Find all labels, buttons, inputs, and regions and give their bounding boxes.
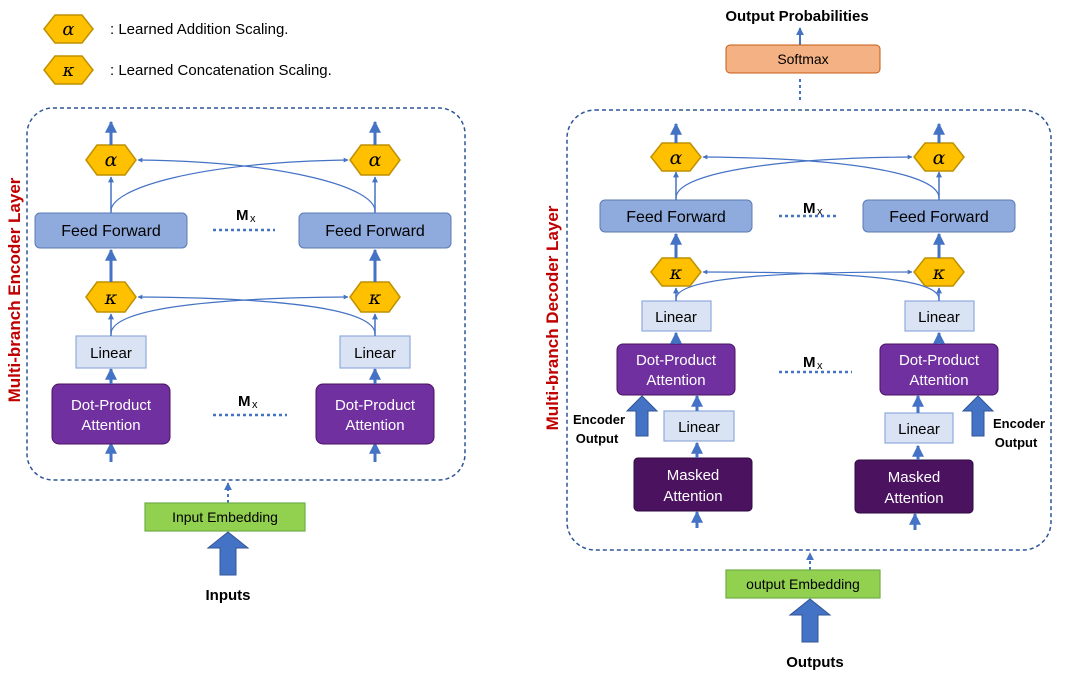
encoder-right-attention xyxy=(315,383,435,445)
decoder-dashed-border xyxy=(566,109,1052,551)
decoder-left-encoder-output-arrow xyxy=(625,395,659,437)
decoder-cross-alpha-right-to-left xyxy=(702,154,940,199)
encoder-right-kappa-hexagon xyxy=(349,281,401,313)
decoder-mx-upper-sub: x xyxy=(817,206,823,218)
encoder-right-attention-line2: Attention xyxy=(345,417,404,434)
encoder-left-alpha-hexagon xyxy=(85,144,137,176)
encoder-right-linear-label: Linear xyxy=(354,345,396,362)
output-probabilities-label: Output Probabilities xyxy=(725,8,868,25)
decoder-left-attention-line1: Dot-Product xyxy=(636,352,717,369)
decoder-right-upper-linear-label: Linear xyxy=(918,309,960,326)
encoder-mx-lower-sub: x xyxy=(252,399,258,411)
decoder-right-feed-forward-label: Feed Forward xyxy=(889,209,989,226)
decoder-right-upper-linear xyxy=(904,300,975,332)
decoder-right-attention-line2: Attention xyxy=(909,372,968,389)
encoder-right-linear xyxy=(339,335,411,369)
decoder-left-masked-attention xyxy=(633,457,753,512)
encoder-left-kappa-hexagon xyxy=(85,281,137,313)
encoder-mx-upper-main: M xyxy=(236,207,249,224)
legend: α : Learned Addition Scaling. κ : Learne… xyxy=(43,14,332,85)
encoder-left-attention-line1: Dot-Product xyxy=(71,397,152,414)
input-embedding-box xyxy=(144,502,306,532)
decoder-mx-lower-sub: x xyxy=(817,360,823,372)
decoder-right-masked-line1: Masked xyxy=(888,469,941,486)
decoder-left-encoder-output-line1: Encoder xyxy=(573,412,625,427)
decoder-right-kappa-hexagon xyxy=(913,257,965,287)
decoder-right-encoder-output-arrow xyxy=(961,395,995,437)
decoder-left-masked-line1: Masked xyxy=(667,467,720,484)
decoder-right-encoder-output-line1: Encoder xyxy=(993,416,1045,431)
decoder-cross-alpha-left-to-right xyxy=(675,154,913,199)
encoder-left-attention xyxy=(51,383,171,445)
encoder-right-alpha-hexagon xyxy=(349,144,401,176)
output-embedding-label: output Embedding xyxy=(746,576,860,592)
decoder-left-alpha-symbol: α xyxy=(670,147,683,169)
decoder-left-feed-forward-label: Feed Forward xyxy=(626,209,726,226)
decoder-left-alpha-hexagon xyxy=(650,142,702,172)
alpha-legend-text: : Learned Addition Scaling. xyxy=(110,21,288,38)
encoder-left-linear xyxy=(75,335,147,369)
outputs-label: Outputs xyxy=(786,654,844,671)
decoder-right-masked-line2: Attention xyxy=(884,490,943,507)
decoder-cross-kappa-left-to-right xyxy=(675,269,913,300)
decoder-right-lower-linear-label: Linear xyxy=(898,421,940,438)
encoder-cross-kappa-right-to-left xyxy=(137,294,376,335)
kappa-legend-hexagon xyxy=(43,55,94,85)
decoder-left-masked-line2: Attention xyxy=(663,488,722,505)
encoder-section: Multi-branch Encoder Layer Dot-Product A… xyxy=(5,107,466,604)
decoder-right-encoder-output-line2: Output xyxy=(995,435,1038,450)
decoder-left-encoder-output-line2: Output xyxy=(576,431,619,446)
output-embedding-box xyxy=(725,569,881,599)
encoder-left-kappa-symbol: κ xyxy=(104,287,118,309)
outputs-block-arrow xyxy=(788,598,832,643)
alpha-legend-symbol: α xyxy=(62,19,74,40)
encoder-cross-alpha-left-to-right xyxy=(110,157,349,212)
encoder-right-attention-line1: Dot-Product xyxy=(335,397,416,414)
softmax-box xyxy=(725,44,881,74)
encoder-right-kappa-symbol: κ xyxy=(368,287,382,309)
decoder-right-alpha-symbol: α xyxy=(933,147,946,169)
kappa-legend-text: : Learned Concatenation Scaling. xyxy=(110,62,332,79)
encoder-right-feed-forward-label: Feed Forward xyxy=(325,223,425,240)
decoder-right-alpha-hexagon xyxy=(913,142,965,172)
decoder-left-upper-linear-label: Linear xyxy=(655,309,697,326)
encoder-mx-lower-main: M xyxy=(238,393,251,410)
decoder-mx-upper-main: M xyxy=(803,200,816,217)
encoder-side-title: Multi-branch Encoder Layer xyxy=(5,177,24,402)
softmax-label: Softmax xyxy=(777,51,828,67)
encoder-left-alpha-symbol: α xyxy=(105,149,118,171)
encoder-left-linear-label: Linear xyxy=(90,345,132,362)
decoder-left-kappa-symbol: κ xyxy=(669,262,683,284)
kappa-legend-symbol: κ xyxy=(62,60,75,81)
decoder-right-masked-attention xyxy=(854,459,974,514)
decoder-cross-kappa-right-to-left xyxy=(702,269,940,300)
alpha-legend-hexagon xyxy=(43,14,94,44)
encoder-dashed-border xyxy=(26,107,466,481)
encoder-cross-alpha-right-to-left xyxy=(137,157,376,212)
decoder-right-attention-line1: Dot-Product xyxy=(899,352,980,369)
decoder-left-lower-linear-label: Linear xyxy=(678,419,720,436)
inputs-label: Inputs xyxy=(206,587,251,604)
decoder-section: Output Probabilities Softmax Multi-branc… xyxy=(543,8,1052,671)
decoder-mx-lower-main: M xyxy=(803,354,816,371)
encoder-right-alpha-symbol: α xyxy=(369,149,382,171)
decoder-left-upper-linear xyxy=(641,300,712,332)
encoder-mx-upper-sub: x xyxy=(250,213,256,225)
decoder-right-kappa-symbol: κ xyxy=(932,262,946,284)
encoder-left-attention-line2: Attention xyxy=(81,417,140,434)
encoder-left-feed-forward-label: Feed Forward xyxy=(61,223,161,240)
encoder-cross-kappa-left-to-right xyxy=(110,294,349,335)
input-embedding-label: Input Embedding xyxy=(172,509,278,525)
decoder-left-attention-line2: Attention xyxy=(646,372,705,389)
inputs-block-arrow xyxy=(206,531,250,576)
decoder-left-lower-linear xyxy=(663,410,735,442)
decoder-side-title: Multi-branch Decoder Layer xyxy=(543,205,562,430)
decoder-left-kappa-hexagon xyxy=(650,257,702,287)
